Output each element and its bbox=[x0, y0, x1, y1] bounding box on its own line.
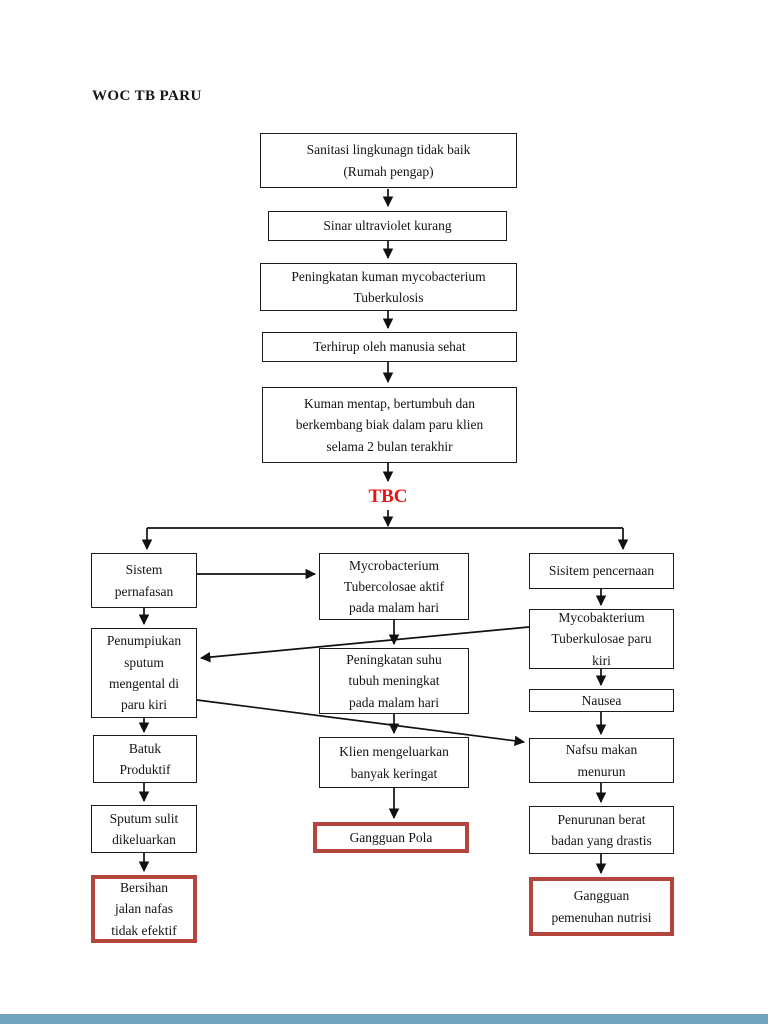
node-nafsu-makan-menurun: Nafsu makan menurun bbox=[529, 738, 674, 783]
node-penurunan-berat-badan: Penurunan berat badan yang drastis bbox=[529, 806, 674, 854]
node-terhirup: Terhirup oleh manusia sehat bbox=[262, 332, 517, 362]
node-sanitasi-lingkungan: Sanitasi lingkunagn tidak baik (Rumah pe… bbox=[260, 133, 517, 188]
node-kuman-mentap: Kuman mentap, bertumbuh dan berkembang b… bbox=[262, 387, 517, 463]
viewer-bottom-bar bbox=[0, 1014, 768, 1024]
node-nausea: Nausea bbox=[529, 689, 674, 712]
node-sistem-pernafasan: Sistem pernafasan bbox=[91, 553, 197, 608]
node-klien-keringat: Klien mengeluarkan banyak keringat bbox=[319, 737, 469, 788]
tbc-label: TBC bbox=[368, 486, 408, 507]
node-sinar-ultraviolet: Sinar ultraviolet kurang bbox=[268, 211, 507, 241]
node-diagnosis-bersihan-jalan-nafas: Bersihan jalan nafas tidak efektif bbox=[91, 875, 197, 943]
node-mycobacterium-aktif: Mycrobacterium Tubercolosae aktif pada m… bbox=[319, 553, 469, 620]
node-mycobacterium-paru-kiri: Mycobakterium Tuberkulosae paru kiri bbox=[529, 609, 674, 669]
node-peningkatan-kuman: Peningkatan kuman mycobacterium Tuberkul… bbox=[260, 263, 517, 311]
node-penumpukan-sputum: Penumpiukan sputum mengental di paru kir… bbox=[91, 628, 197, 718]
node-batuk-produktif: Batuk Produktif bbox=[93, 735, 197, 783]
node-diagnosis-gangguan-nutrisi: Gangguan pemenuhan nutrisi bbox=[529, 877, 674, 936]
node-sputum-sulit: Sputum sulit dikeluarkan bbox=[91, 805, 197, 853]
node-peningkatan-suhu: Peningkatan suhu tubuh meningkat pada ma… bbox=[319, 648, 469, 714]
node-diagnosis-gangguan-pola: Gangguan Pola bbox=[313, 822, 469, 853]
node-sistem-pencernaan: Sisitem pencernaan bbox=[529, 553, 674, 589]
page-title: WOC TB PARU bbox=[92, 88, 202, 104]
